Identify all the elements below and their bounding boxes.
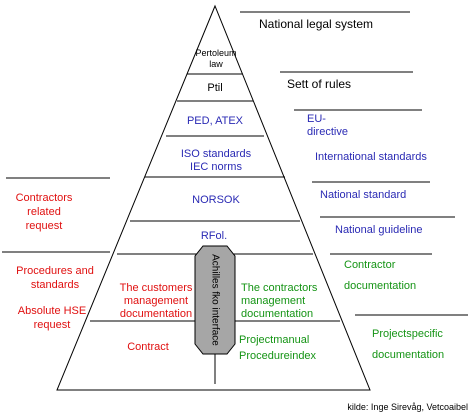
label-projectspecific-line2: documentation <box>372 349 444 361</box>
label-eu-directive-line1: EU- <box>307 113 326 125</box>
level-iso-line2: IEC norms <box>190 161 242 173</box>
label-contractors-request-line3: request <box>26 220 63 232</box>
label-sett-of-rules: Sett of rules <box>287 77 351 91</box>
pyramid-outline <box>56 4 371 391</box>
customers-mgmt-line3: documentation <box>120 308 192 320</box>
customers-mgmt-line1: The customers <box>120 282 193 294</box>
label-contractors-request-line2: related <box>27 206 61 218</box>
contractors-mgmt-line1: The contractors <box>241 282 318 294</box>
interface-shape <box>194 245 236 355</box>
label-national-guideline: National guideline <box>335 224 422 236</box>
interface-label: Achilles fko interface <box>209 254 220 346</box>
customers-mgmt-line2: management <box>124 295 188 307</box>
label-projectspecific-line1: Projectspecific <box>372 328 443 340</box>
label-national-legal: National legal system <box>259 17 373 31</box>
level-rfol: RFol. <box>201 230 227 242</box>
label-contractor-doc-line2: documentation <box>344 280 416 292</box>
level-petroleum-law-line2: law <box>209 59 223 69</box>
projectmanual-line1: Projectmanual <box>239 334 309 346</box>
contractors-mgmt-line2: management <box>241 295 305 307</box>
label-absolute-hse-line2: request <box>34 319 71 331</box>
level-iso-line1: ISO standards <box>181 148 252 160</box>
label-eu-directive-line2: directive <box>307 126 348 138</box>
label-contractor-doc-line1: Contractor <box>344 259 396 271</box>
level-contract: Contract <box>127 341 169 353</box>
level-norsok: NORSOK <box>192 194 240 206</box>
label-procedures-line2: standards <box>31 279 80 291</box>
label-national-standard: National standard <box>320 189 406 201</box>
level-ped-atex: PED, ATEX <box>187 115 244 127</box>
label-contractors-request-line1: Contractors <box>16 192 73 204</box>
source-credit: kilde: Inge Sirevåg, Vetcoaibel <box>347 402 468 412</box>
level-ptil: Ptil <box>207 82 222 94</box>
projectmanual-line2: Procedureindex <box>239 350 317 362</box>
level-petroleum-law-line1: Pertoleum <box>195 48 236 58</box>
contractors-mgmt-line3: documentation <box>241 308 313 320</box>
label-absolute-hse-line1: Absolute HSE <box>18 305 86 317</box>
label-international: International standards <box>315 151 427 163</box>
label-procedures-line1: Procedures and <box>16 265 94 277</box>
